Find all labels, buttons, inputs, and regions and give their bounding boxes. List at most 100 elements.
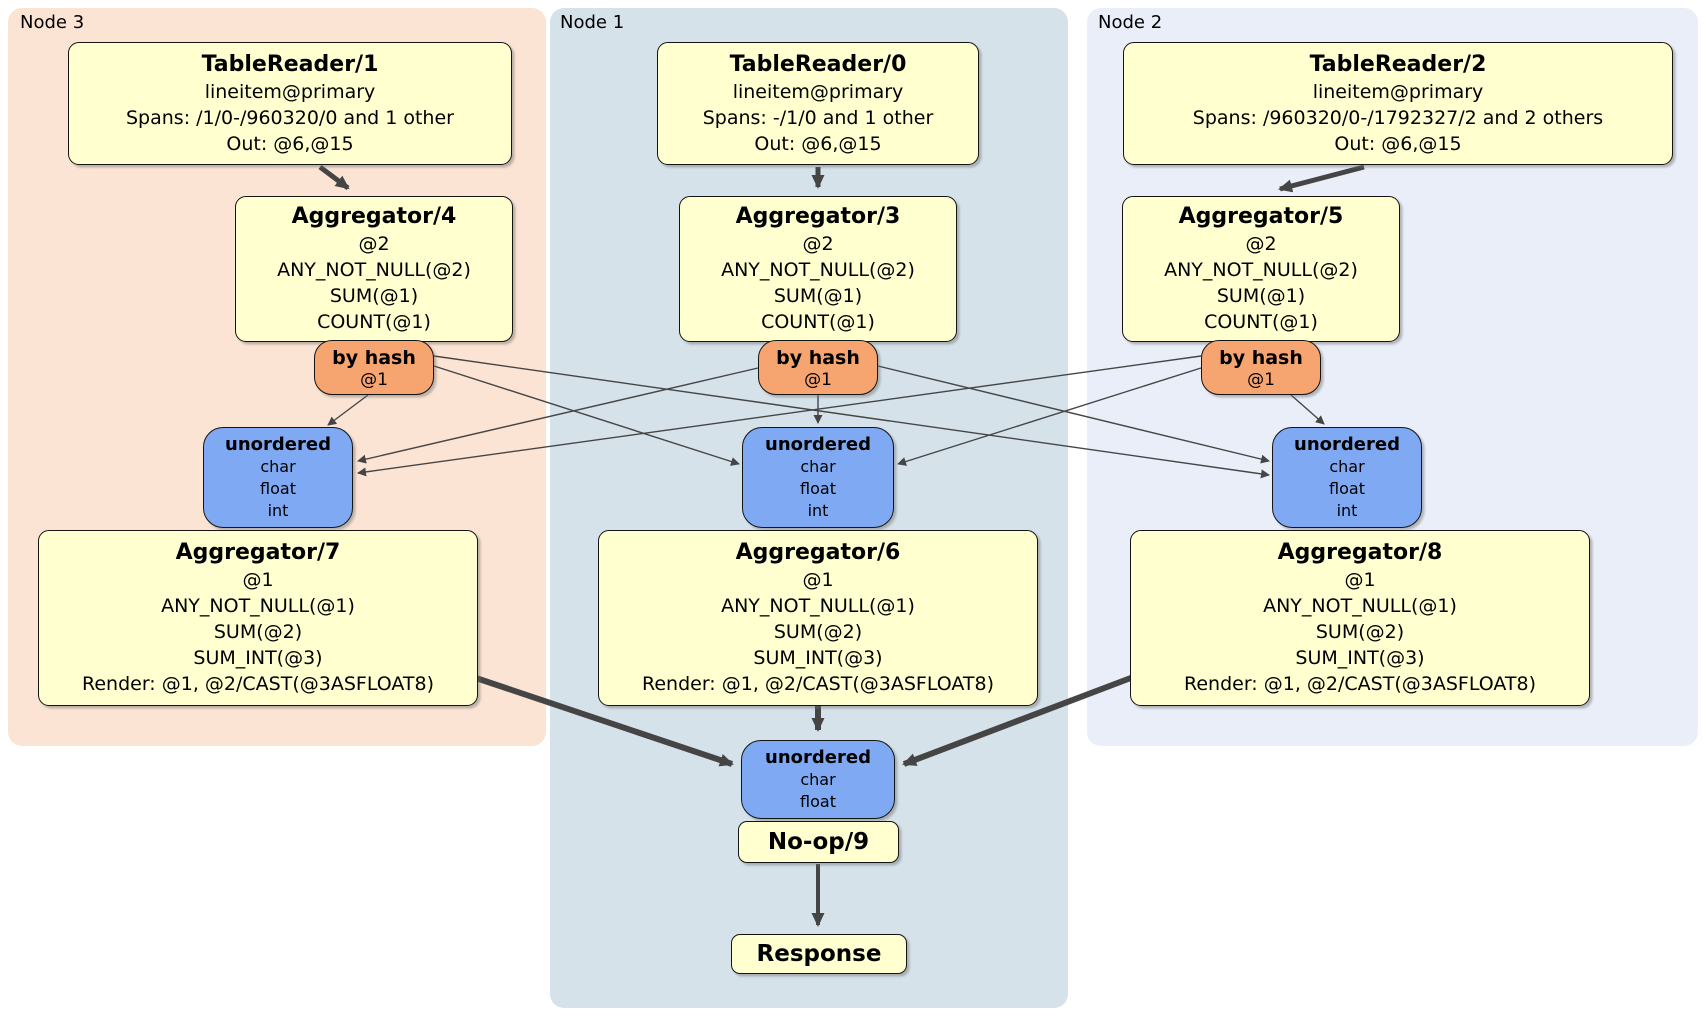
router-key: @1: [1247, 369, 1275, 390]
stream-type: float: [260, 479, 296, 498]
op-line: @1: [242, 569, 274, 591]
op-line: SUM(@2): [213, 621, 303, 643]
op-title: No-op/9: [767, 829, 870, 855]
op-title: TableReader/1: [201, 51, 379, 77]
stream-label: unordered: [1294, 434, 1400, 455]
edge-hash3-unordered3: [327, 394, 369, 426]
edge-agg8-unordered-final: [902, 673, 1138, 767]
stream-type: char: [800, 457, 836, 476]
op-response: Response: [731, 934, 907, 974]
op-line: Render: @1, @2/CAST(@3ASFLOAT8): [1184, 673, 1536, 695]
op-line: SUM(@1): [329, 285, 419, 307]
edge-tr1-agg4: [318, 165, 350, 190]
op-line: ANY_NOT_NULL(@1): [161, 595, 355, 617]
op-line: Out: @6,@15: [226, 132, 354, 155]
op-title: Aggregator/5: [1178, 204, 1344, 229]
op-tablereader-1: TableReader/1 lineitem@primary Spans: /1…: [68, 42, 512, 165]
stream-type: char: [800, 770, 836, 789]
op-title: Aggregator/3: [735, 204, 901, 229]
op-title: Response: [756, 941, 882, 967]
op-line: @2: [358, 233, 390, 255]
op-line: @2: [802, 233, 834, 255]
stream-label: unordered: [765, 747, 871, 768]
router-label: by hash: [776, 346, 860, 369]
op-line: lineitem@primary: [204, 80, 376, 103]
op-line: @2: [1245, 233, 1277, 255]
router-label: by hash: [1219, 346, 1303, 369]
stream-type: int: [807, 501, 829, 520]
edge-hash1-unordered3: [357, 367, 759, 464]
router-key: @1: [360, 369, 388, 390]
edge-hash1-unordered2: [877, 365, 1270, 464]
op-line: SUM_INT(@3): [753, 647, 883, 669]
op-line: Out: @6,@15: [754, 132, 882, 155]
op-line: ANY_NOT_NULL(@1): [1263, 595, 1457, 617]
stream-type: float: [800, 792, 836, 811]
op-aggregator-5: Aggregator/5 @2 ANY_NOT_NULL(@2) SUM(@1)…: [1122, 196, 1400, 342]
op-title: Aggregator/4: [291, 204, 457, 229]
op-line: SUM_INT(@3): [193, 647, 323, 669]
op-aggregator-6: Aggregator/6 @1 ANY_NOT_NULL(@1) SUM(@2)…: [598, 530, 1038, 706]
region-label-node2: Node 2: [1098, 12, 1163, 33]
edge-hash2-unordered1: [897, 367, 1202, 466]
stream-unordered-node3: unordered char float int: [203, 427, 353, 528]
op-line: SUM(@1): [1216, 285, 1306, 307]
op-aggregator-7: Aggregator/7 @1 ANY_NOT_NULL(@1) SUM(@2)…: [38, 530, 478, 706]
edge-tr2-agg5: [1278, 164, 1365, 193]
op-line: ANY_NOT_NULL(@2): [721, 259, 915, 281]
op-line: SUM(@1): [773, 285, 863, 307]
op-noop-9: No-op/9: [738, 821, 899, 863]
op-aggregator-3: Aggregator/3 @2 ANY_NOT_NULL(@2) SUM(@1)…: [679, 196, 957, 342]
op-tablereader-2: TableReader/2 lineitem@primary Spans: /9…: [1123, 42, 1673, 165]
stream-type: int: [1336, 501, 1358, 520]
stream-unordered-node2: unordered char float int: [1272, 427, 1422, 528]
op-line: ANY_NOT_NULL(@1): [721, 595, 915, 617]
op-line: SUM_INT(@3): [1295, 647, 1425, 669]
region-label-node3: Node 3: [20, 12, 85, 33]
op-line: COUNT(@1): [761, 311, 875, 333]
region-label-node1: Node 1: [560, 12, 625, 33]
op-title: Aggregator/7: [175, 540, 341, 565]
edge-hash2-unordered2: [1290, 394, 1325, 425]
op-line: COUNT(@1): [317, 311, 431, 333]
op-line: @1: [802, 569, 834, 591]
op-line: Spans: /960320/0-/1792327/2 and 2 others: [1192, 106, 1604, 129]
stream-label: unordered: [225, 434, 331, 455]
router-key: @1: [804, 369, 832, 390]
router-label: by hash: [332, 346, 416, 369]
stream-type: char: [260, 457, 296, 476]
stream-type: char: [1329, 457, 1365, 476]
edge-hash3-unordered1: [433, 365, 740, 466]
op-line: SUM(@2): [773, 621, 863, 643]
edge-agg7-unordered-final: [469, 673, 734, 767]
op-tablereader-0: TableReader/0 lineitem@primary Spans: -/…: [657, 42, 979, 165]
router-by-hash-node1: by hash @1: [758, 340, 878, 395]
op-line: Spans: /1/0-/960320/0 and 1 other: [126, 106, 454, 129]
op-line: lineitem@primary: [732, 80, 904, 103]
op-line: COUNT(@1): [1204, 311, 1318, 333]
stream-type: float: [1329, 479, 1365, 498]
op-line: SUM(@2): [1315, 621, 1405, 643]
op-aggregator-8: Aggregator/8 @1 ANY_NOT_NULL(@1) SUM(@2)…: [1130, 530, 1590, 706]
op-line: @1: [1344, 569, 1376, 591]
router-by-hash-node3: by hash @1: [314, 340, 434, 395]
op-line: Render: @1, @2/CAST(@3ASFLOAT8): [642, 673, 994, 695]
stream-unordered-node1: unordered char float int: [742, 427, 894, 528]
stream-type: float: [800, 479, 836, 498]
op-line: Out: @6,@15: [1334, 132, 1462, 155]
edge-hash2-unordered3: [357, 355, 1202, 477]
op-line: Spans: -/1/0 and 1 other: [702, 106, 934, 129]
op-line: Render: @1, @2/CAST(@3ASFLOAT8): [82, 673, 434, 695]
router-by-hash-node2: by hash @1: [1201, 340, 1321, 395]
edge-hash3-unordered2: [433, 355, 1270, 479]
stream-label: unordered: [765, 434, 871, 455]
op-line: lineitem@primary: [1312, 80, 1484, 103]
op-line: ANY_NOT_NULL(@2): [277, 259, 471, 281]
stream-type: int: [267, 501, 289, 520]
op-title: Aggregator/8: [1277, 540, 1443, 565]
op-title: TableReader/2: [1309, 51, 1487, 77]
op-aggregator-4: Aggregator/4 @2 ANY_NOT_NULL(@2) SUM(@1)…: [235, 196, 513, 342]
stream-unordered-final: unordered char float: [741, 740, 895, 819]
